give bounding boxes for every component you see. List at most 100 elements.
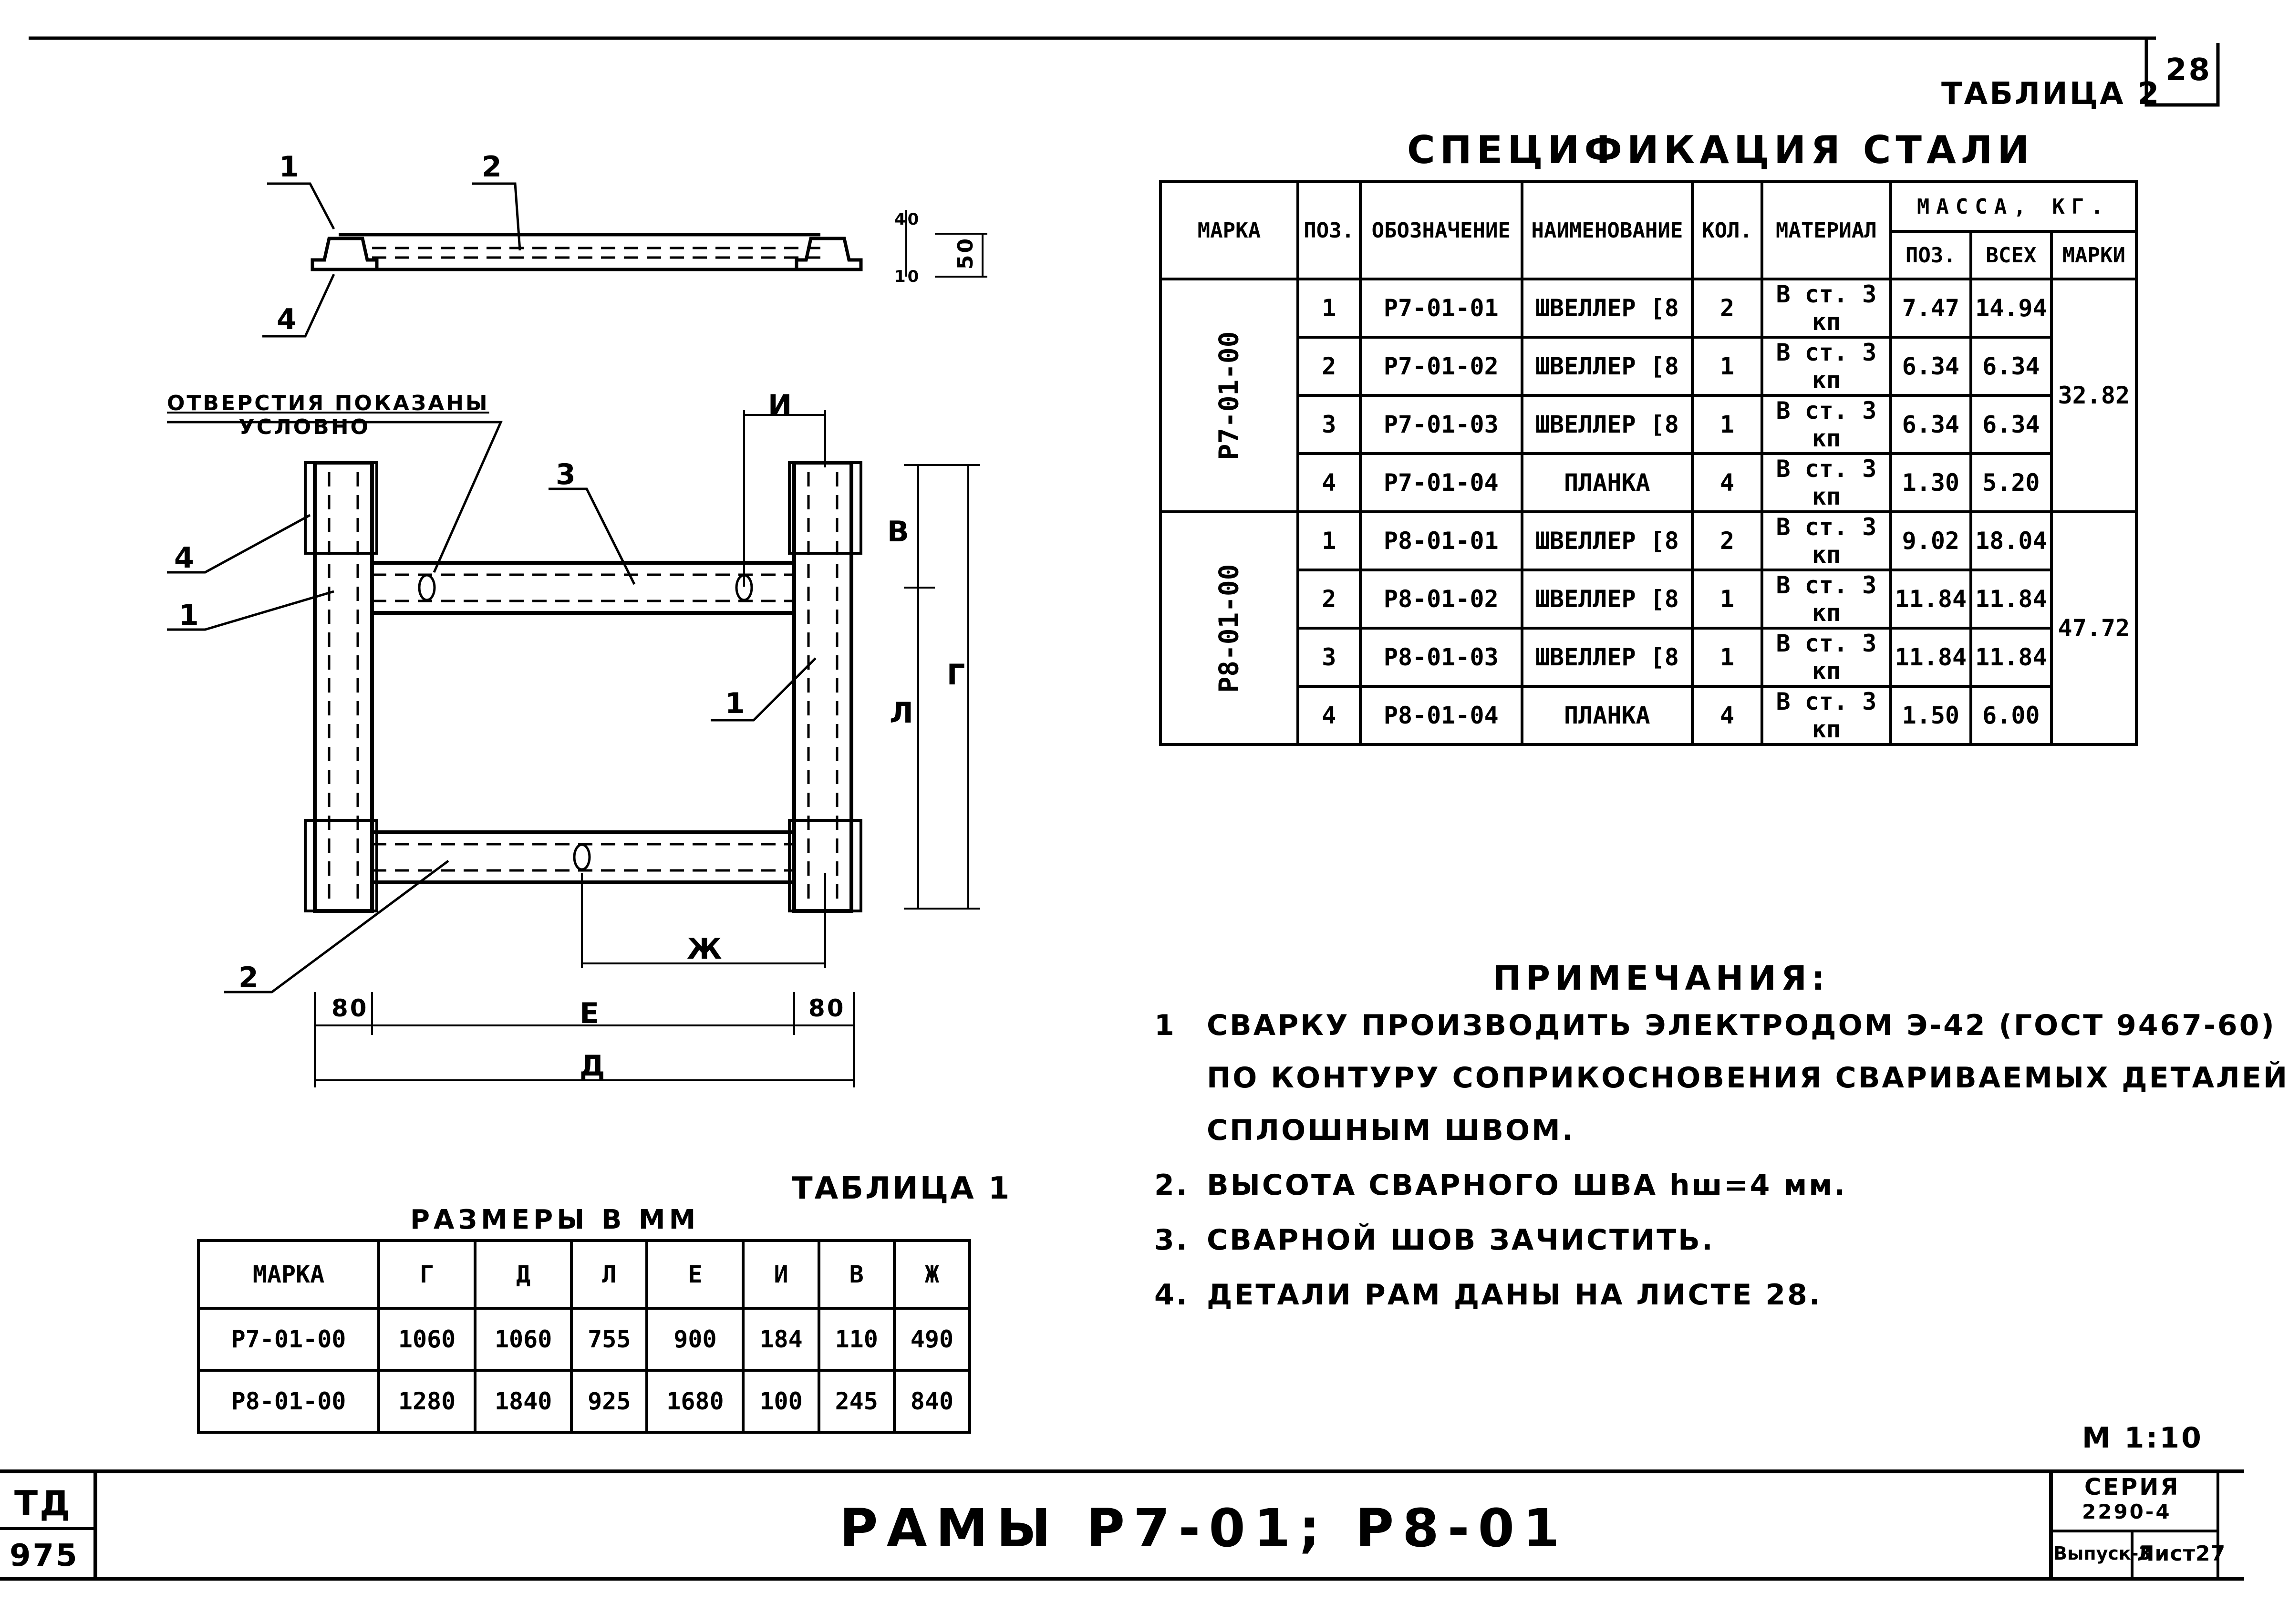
cell: Р7-01-01 (1358, 278, 1523, 339)
cell: 4 (1296, 685, 1362, 746)
spec-mark-r8: Р8-01-00 (1159, 510, 1299, 746)
cell: 1 (1690, 627, 1764, 688)
cell: В ст. 3 кп (1761, 394, 1892, 455)
title-block-left-top: ТД (14, 1483, 73, 1523)
cell: ШВЕЛЛЕР [8 (1520, 336, 1694, 397)
cell: Р8-01-01 (1358, 510, 1523, 571)
cell: 1840 (474, 1369, 573, 1434)
cell: 100 (742, 1369, 820, 1434)
note-1-line-2: ПО КОНТУРУ СОПРИКОСНОВЕНИЯ СВАРИВАЕМЫХ Д… (1207, 1061, 2289, 1095)
cell: 1.50 (1889, 685, 1973, 746)
sheet-label: Лист27 (2137, 1541, 2226, 1566)
cell: 1680 (645, 1369, 745, 1434)
dims-header-g: Г (377, 1239, 477, 1310)
table-row: 2 Р7-01-02 ШВЕЛЛЕР [8 1 В ст. 3 кп 6.34 … (1160, 336, 2136, 397)
dims-header-v: В (817, 1239, 896, 1310)
spec-header-mass-all: ВСЕХ (1969, 230, 2053, 280)
dim-l: Л (890, 696, 915, 730)
cell: 900 (645, 1307, 745, 1372)
spec-header-name: НАИМЕНОВАНИЕ (1520, 180, 1694, 280)
dims-header-i: И (742, 1239, 820, 1310)
cell: 18.04 (1969, 510, 2053, 571)
dim-g: Г (947, 658, 967, 692)
table2-label: ТАБЛИЦА 2 (1941, 76, 2161, 112)
issue-number: Выпуск-3 (2053, 1543, 2151, 1564)
cell: В ст. 3 кп (1761, 510, 1892, 571)
cell: ПЛАНКА (1520, 452, 1694, 513)
cell: 3 (1296, 394, 1362, 455)
dims-table: МАРКА Г Д Л Е И В Ж Р7-01-00 1060 1060 7… (197, 1239, 972, 1434)
callout-4-top: 4 (277, 303, 299, 336)
cell: 110 (817, 1307, 896, 1372)
spec-header-mass-mark: МАРКИ (2050, 230, 2138, 280)
sheet-number: 28 (2165, 52, 2212, 88)
cell: 6.34 (1889, 394, 1973, 455)
cell: В ст. 3 кп (1761, 278, 1892, 339)
cell: В ст. 3 кп (1761, 452, 1892, 513)
callout-1-left: 1 (179, 599, 201, 632)
spec-mark-mass-r7: 32.82 (2050, 278, 2138, 513)
cell: Р8-01-04 (1358, 685, 1523, 746)
spec-table: МАРКА ПОЗ. ОБОЗНАЧЕНИЕ НАИМЕНОВАНИЕ КОЛ.… (1159, 180, 2138, 746)
cell: 490 (892, 1307, 972, 1372)
spec-header-qty: КОЛ. (1690, 180, 1764, 280)
holes-note-line2: УСЛОВНО (238, 415, 370, 439)
series-value: 2290-4 (2082, 1500, 2172, 1523)
dim-zh: Ж (687, 932, 724, 966)
cell: 4 (1690, 685, 1764, 746)
spec-header-mark: МАРКА (1159, 180, 1299, 280)
cell: 245 (817, 1369, 896, 1434)
callout-3: 3 (556, 458, 578, 491)
table-row: Р8-01-00 1 Р8-01-01 ШВЕЛЛЕР [8 2 В ст. 3… (1159, 510, 2138, 746)
spec-header-pos: ПОЗ. (1296, 180, 1362, 280)
cell: 4 (1690, 452, 1764, 513)
dim-80-right: 80 (808, 994, 846, 1022)
spec-header-designation: ОБОЗНАЧЕНИЕ (1358, 180, 1523, 280)
cell: 11.84 (1969, 627, 2053, 688)
dim-d: Д (580, 1049, 607, 1083)
table-row: 4 Р8-01-04 ПЛАНКА 4 В ст. 3 кп 1.50 6.00 (1160, 685, 2136, 746)
cell: 7.47 (1889, 278, 1973, 339)
table-row: Р8-01-00 1280 1840 925 1680 100 245 840 (197, 1369, 972, 1434)
cell: В ст. 3 кп (1761, 569, 1892, 630)
table-header-row: МАРКА Г Д Л Е И В Ж (197, 1239, 972, 1310)
cell: 11.84 (1889, 627, 1973, 688)
cell: 3 (1296, 627, 1362, 688)
dims-header-mark: МАРКА (197, 1239, 380, 1310)
table-row: 2 Р8-01-02 ШВЕЛЛЕР [8 1 В ст. 3 кп 11.84… (1160, 569, 2136, 630)
callout-2-top: 2 (482, 150, 504, 184)
dim-80-left: 80 (331, 994, 369, 1022)
cell: 1060 (474, 1307, 573, 1372)
spec-header-mass: МАССА, КГ. (1889, 180, 2138, 233)
dim-i: И (768, 389, 794, 422)
cell: В ст. 3 кп (1761, 336, 1892, 397)
cell: 2 (1690, 510, 1764, 571)
cell: В ст. 3 кп (1761, 685, 1892, 746)
note-1-num: 1 (1154, 1009, 1176, 1042)
cell: 1 (1690, 394, 1764, 455)
dims-header-e: Е (645, 1239, 745, 1310)
cell: Р8-01-03 (1358, 627, 1523, 688)
dim-e: Е (580, 997, 601, 1030)
dim-v: В (887, 515, 911, 548)
spec-mark-mass-r8: 47.72 (2050, 510, 2138, 746)
drawing-title: РАМЫ Р7-01; Р8-01 (839, 1498, 1568, 1559)
cell: Р8-01-02 (1358, 569, 1523, 630)
cell: 925 (570, 1369, 649, 1434)
cell: 6.00 (1969, 685, 2053, 746)
cell: 840 (892, 1369, 972, 1434)
cell: 184 (742, 1307, 820, 1372)
cell: 2 (1296, 569, 1362, 630)
cell: 14.94 (1969, 278, 2053, 339)
cell: ШВЕЛЛЕР [8 (1520, 278, 1694, 339)
callout-1-right: 1 (725, 687, 747, 720)
dim-40: 40 (894, 210, 921, 229)
note-2-line: ВЫСОТА СВАРНОГО ШВА hш=4 мм. (1207, 1169, 1847, 1202)
dims-header-d: Д (474, 1239, 573, 1310)
dim-10: 10 (894, 267, 921, 286)
cell: 1060 (377, 1307, 477, 1372)
cell: ШВЕЛЛЕР [8 (1520, 627, 1694, 688)
holes-note-line1: ОТВЕРСТИЯ ПОКАЗАНЫ (167, 391, 489, 415)
dims-header-l: Л (570, 1239, 649, 1310)
cell: 2 (1690, 278, 1764, 339)
